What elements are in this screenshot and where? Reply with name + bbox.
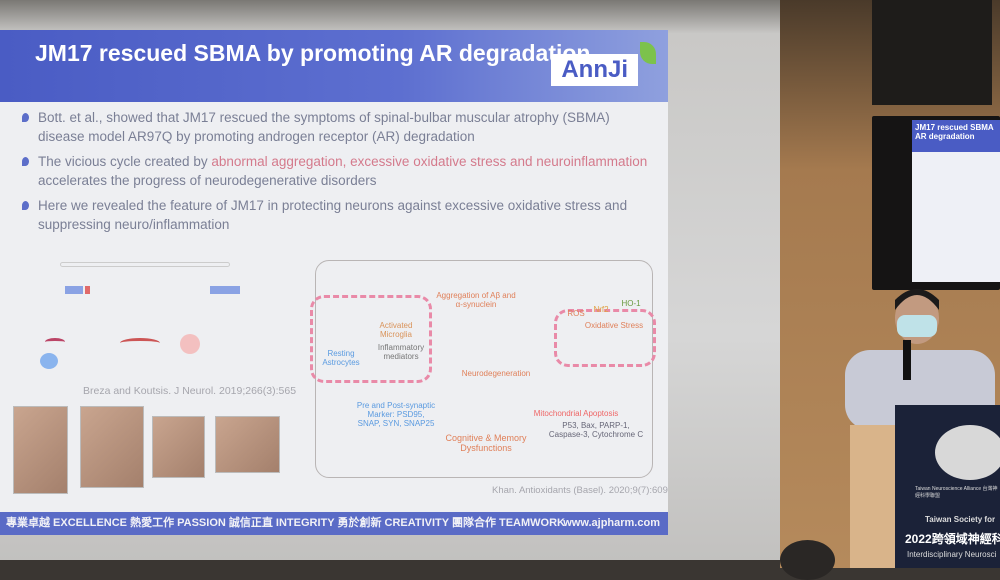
label-neurodegeneration: Neurodegeneration bbox=[461, 369, 531, 378]
bullet-list: Bott. et al., showed that JM17 rescued t… bbox=[20, 108, 660, 240]
patient-photo bbox=[13, 406, 68, 494]
slide-title: JM17 rescued SBMA by promoting AR degrad… bbox=[35, 40, 591, 66]
patient-photo bbox=[80, 406, 144, 488]
podium-banner: Taiwan Neuroscience Alliance 台灣神經科學聯盟 Ta… bbox=[895, 405, 1000, 568]
label-microglia: Activated Microglia bbox=[379, 321, 413, 339]
oxidative-box bbox=[554, 309, 656, 367]
label-oxidative-stress: Oxidative Stress bbox=[584, 321, 644, 330]
loudspeaker bbox=[872, 0, 992, 105]
slide-footer: 專業卓越 EXCELLENCE 熱愛工作 PASSION 誠信正直 INTEGR… bbox=[0, 512, 668, 535]
brain-logo bbox=[935, 425, 1000, 480]
bullet-text: accelerates the progress of neurodegener… bbox=[38, 173, 377, 188]
label-astrocytes: Resting Astrocytes bbox=[322, 349, 360, 367]
label-mediators: Inflammatory mediators bbox=[377, 343, 425, 361]
label-synaptic-markers: Pre and Post-synaptic Marker: PSD95, SNA… bbox=[356, 401, 436, 428]
lectern bbox=[850, 425, 895, 568]
microphone bbox=[903, 340, 911, 380]
projection-screen: JM17 rescued SBMA by promoting AR degrad… bbox=[0, 0, 780, 560]
label-nrf2: Nrf2 bbox=[593, 305, 609, 314]
patient-photo bbox=[152, 416, 205, 478]
footer-values: 專業卓越 EXCELLENCE 熱愛工作 PASSION 誠信正直 INTEGR… bbox=[6, 517, 565, 529]
event-title: 2022跨領域神經科學 bbox=[905, 532, 1000, 546]
patient-photo bbox=[215, 416, 280, 473]
bullet-highlight: abnormal aggregation, excessive oxidativ… bbox=[211, 154, 648, 169]
label-ros: ROS bbox=[567, 309, 585, 318]
audience-head bbox=[780, 540, 835, 580]
monitor-title: JM17 rescued SBMA AR degradation bbox=[912, 120, 1000, 152]
label-ho1: HO-1 bbox=[621, 299, 641, 308]
bullet-item: Bott. et al., showed that JM17 rescued t… bbox=[20, 108, 660, 146]
slide: JM17 rescued SBMA by promoting AR degrad… bbox=[0, 30, 668, 535]
label-apoptosis: Mitochondrial Apoptosis bbox=[533, 409, 619, 418]
citation-right: Khan. Antioxidants (Basel). 2020;9(7):60… bbox=[492, 485, 668, 496]
label-cognitive: Cognitive & Memory Dysfunctions bbox=[445, 433, 527, 453]
monitor: JM17 rescued SBMA AR degradation bbox=[872, 116, 1000, 290]
annji-logo: AnnJi bbox=[551, 54, 638, 86]
bullet-item: Here we revealed the feature of JM17 in … bbox=[20, 196, 660, 234]
label-aggregation: Aggregation of Aβ and α-synuclein bbox=[436, 291, 516, 309]
bullet-text: The vicious cycle created by bbox=[38, 154, 212, 169]
event-subtitle: Interdisciplinary Neurosci bbox=[907, 550, 997, 559]
label-apoptosis-markers: P53, Bax, PARP-1, Caspase-3, Cytochrome … bbox=[548, 421, 644, 439]
footer-url: www.ajpharm.com bbox=[563, 517, 660, 529]
society-text: Taiwan Society for bbox=[925, 515, 996, 524]
leaf-icon bbox=[640, 42, 656, 64]
citation-left: Breza and Koutsis. J Neurol. 2019;266(3)… bbox=[83, 385, 297, 397]
ar-gene-figure bbox=[30, 258, 260, 373]
alliance-text: Taiwan Neuroscience Alliance 台灣神經科學聯盟 bbox=[915, 486, 998, 499]
neurodegeneration-diagram: Aggregation of Aβ and α-synuclein Activa… bbox=[310, 260, 656, 478]
monitor-slide: JM17 rescued SBMA AR degradation bbox=[912, 120, 1000, 282]
inflammation-box bbox=[310, 295, 432, 383]
bullet-item: The vicious cycle created by abnormal ag… bbox=[20, 152, 660, 190]
slide-header: JM17 rescued SBMA by promoting AR degrad… bbox=[0, 30, 668, 102]
